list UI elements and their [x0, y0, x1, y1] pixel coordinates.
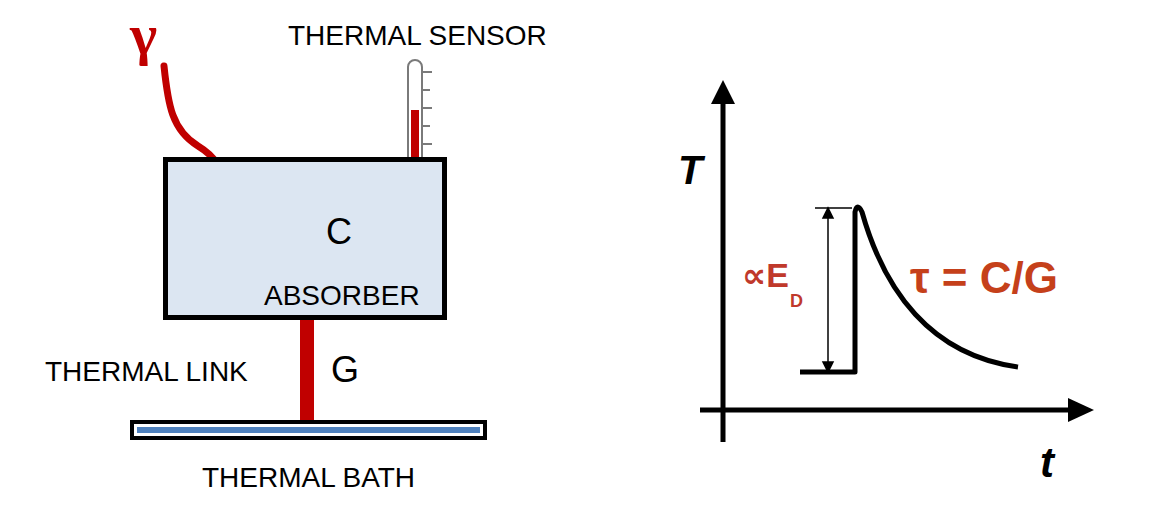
time-constant: τ = C/G	[910, 256, 1058, 300]
amplitude-dimension	[815, 208, 852, 372]
part-name: ABSORBER	[264, 282, 420, 310]
link-label: THERMAL LINK	[45, 358, 248, 386]
heat-capacity: C	[326, 214, 352, 250]
energy-label: ∝E	[742, 258, 789, 292]
axis-arrowhead	[1068, 398, 1094, 422]
thermal-bath: THERMAL BATH	[130, 420, 487, 440]
axis-label: t	[1040, 442, 1054, 484]
sensor-label: THERMAL SENSOR	[288, 22, 547, 50]
thermal-link	[307, 320, 308, 420]
absorber-box: C ABSORBER	[163, 157, 447, 320]
bath-band	[137, 427, 480, 433]
energy-subscript: D	[790, 292, 803, 310]
axis-arrowhead	[711, 80, 735, 104]
graph-axes	[700, 100, 1072, 442]
part-name: THERMAL BATH	[202, 464, 415, 492]
gamma-symbol: γ	[130, 6, 157, 64]
axis-label: T	[678, 150, 702, 190]
conductance-label: G	[331, 352, 359, 388]
